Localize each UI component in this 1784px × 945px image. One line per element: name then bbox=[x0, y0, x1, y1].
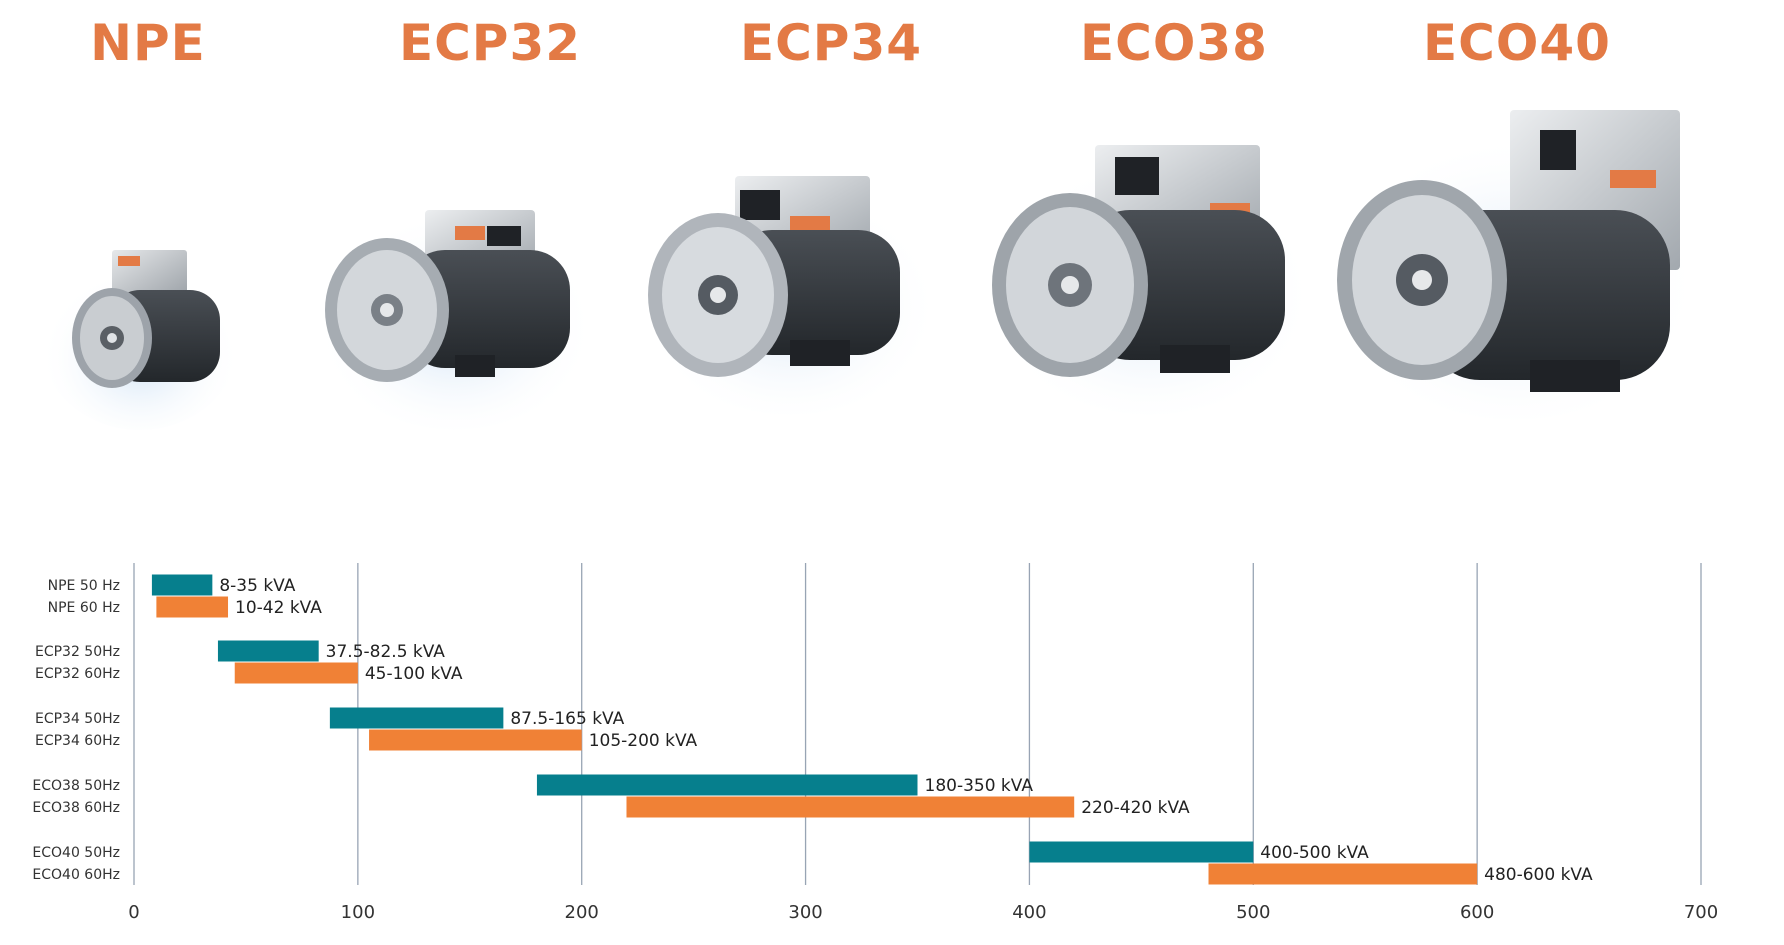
generator-image-eco38 bbox=[985, 145, 1315, 415]
x-tick-label: 300 bbox=[788, 902, 822, 923]
data-label: 180-350 kVA bbox=[925, 776, 1034, 796]
row-label: NPE 60 Hz bbox=[48, 600, 120, 616]
data-label: 480-600 kVA bbox=[1484, 865, 1593, 885]
generator-image-ecp32 bbox=[315, 200, 595, 430]
range-bar bbox=[1208, 863, 1478, 885]
x-tick-label: 400 bbox=[1012, 902, 1046, 923]
model-title-ecp32: ECP32 bbox=[398, 14, 582, 72]
data-label: 400-500 kVA bbox=[1260, 843, 1369, 863]
range-bar bbox=[156, 596, 229, 618]
x-tick-label: 700 bbox=[1684, 902, 1718, 923]
data-label: 37.5-82.5 kVA bbox=[326, 642, 446, 662]
data-label: 220-420 kVA bbox=[1081, 798, 1190, 818]
data-label: 105-200 kVA bbox=[589, 731, 698, 751]
x-tick-label: 200 bbox=[565, 902, 599, 923]
generator-image-ecp34 bbox=[640, 175, 940, 415]
row-label: ECO40 60Hz bbox=[32, 867, 120, 883]
row-label: ECO40 50Hz bbox=[32, 845, 120, 861]
range-bar bbox=[536, 774, 918, 796]
data-label: 45-100 kVA bbox=[365, 664, 463, 684]
x-tick-label: 500 bbox=[1236, 902, 1270, 923]
x-tick-label: 600 bbox=[1460, 902, 1494, 923]
row-label: ECP34 60Hz bbox=[35, 733, 120, 749]
model-title-eco38: ECO38 bbox=[1080, 14, 1268, 72]
row-label: ECO38 50Hz bbox=[32, 778, 120, 794]
generator-image-npe bbox=[40, 250, 240, 430]
data-label: 87.5-165 kVA bbox=[510, 709, 624, 729]
generator-image-eco40 bbox=[1330, 110, 1700, 420]
models-header: NPE ECP32 ECP34 ECO38 ECO40 bbox=[0, 0, 1784, 470]
range-bar bbox=[1029, 841, 1254, 863]
range-bar bbox=[626, 796, 1075, 818]
range-bar bbox=[217, 640, 319, 662]
kva-range-chart: 0 100 200 300 400 500 600 700 NPE 50 Hz 8-35 kVA N… bbox=[32, 563, 1718, 923]
range-bar bbox=[369, 729, 582, 751]
range-bar bbox=[234, 662, 358, 684]
data-label: 8-35 kVA bbox=[219, 576, 295, 596]
row-label: ECP32 50Hz bbox=[35, 644, 120, 660]
row-label: ECO38 60Hz bbox=[32, 800, 120, 816]
model-title-npe: NPE bbox=[90, 14, 206, 72]
model-title-eco40: ECO40 bbox=[1423, 14, 1611, 72]
x-tick-label: 100 bbox=[341, 902, 375, 923]
row-label: NPE 50 Hz bbox=[48, 578, 120, 594]
model-title-ecp34: ECP34 bbox=[739, 14, 923, 72]
range-bar bbox=[151, 574, 213, 596]
range-bar bbox=[329, 707, 504, 729]
row-label: ECP34 50Hz bbox=[35, 711, 120, 727]
x-tick-label: 0 bbox=[128, 902, 139, 923]
data-label: 10-42 kVA bbox=[235, 598, 322, 618]
row-label: ECP32 60Hz bbox=[35, 666, 120, 682]
